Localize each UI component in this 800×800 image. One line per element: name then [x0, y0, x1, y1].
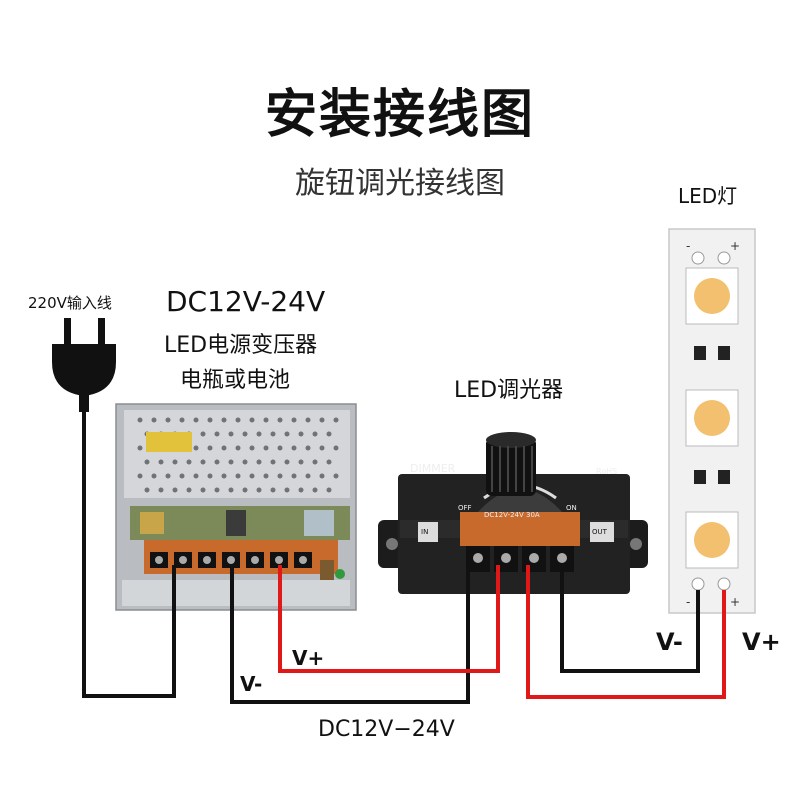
input-line-label: 220V输入线	[28, 294, 112, 312]
dimmer-rohs-text: RoHS	[596, 467, 617, 476]
strip-bottom-plus: +	[730, 595, 740, 609]
wire-label-dc-voltage: DC12V−24V	[318, 717, 455, 742]
dimmer-in-text: IN	[421, 528, 428, 536]
wire-strip-v-minus	[560, 565, 700, 673]
wire-strip-v-plus	[526, 565, 726, 699]
dimmer-off-text: OFF	[458, 504, 472, 512]
wire-psu-v-plus	[278, 565, 500, 673]
wire-label-v-minus-right: V-	[656, 628, 683, 656]
wire-label-v-plus-right: V+	[742, 628, 781, 656]
dimmer-on-text: ON	[566, 504, 577, 512]
strip-bottom-minus: -	[686, 595, 690, 609]
page-subtitle: 旋钮调光接线图	[295, 166, 505, 201]
strip-top-minus: -	[686, 239, 690, 253]
psu-voltage-label: DC12V-24V	[166, 285, 326, 318]
psu-battery-label: 电瓶或电池	[180, 368, 291, 393]
led-dimmer-device: DIMMER DC12V-24V 30A OFF ON IN OUT RoHS	[378, 432, 648, 594]
led-chip-2	[685, 389, 739, 447]
strip-top-plus: +	[730, 239, 740, 253]
led-strip-label: LED灯	[678, 184, 738, 208]
led-chip-1	[685, 267, 739, 325]
dimmer-out-text: OUT	[592, 528, 608, 536]
wire-label-v-minus-left: V-	[240, 672, 263, 696]
led-strip: - + - +	[668, 228, 756, 614]
power-plug-icon	[52, 318, 116, 412]
wire-psu-v-minus	[230, 565, 470, 704]
wire-mains-input	[82, 412, 176, 698]
wire-label-v-plus-left: V+	[292, 646, 325, 670]
dimmer-label: LED调光器	[454, 378, 564, 403]
dimmer-brand-text: DIMMER	[410, 462, 456, 475]
psu-description-label: LED电源变压器	[164, 333, 318, 358]
wires	[82, 412, 726, 704]
power-supply-unit	[115, 403, 357, 611]
dimmer-rating-text: DC12V-24V 30A	[484, 511, 540, 519]
led-chip-3	[685, 511, 739, 569]
page-title: 安装接线图	[264, 85, 535, 145]
